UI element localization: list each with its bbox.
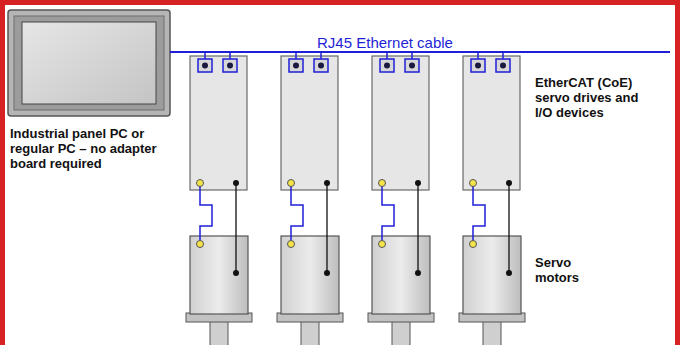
motor-shaft <box>392 321 410 345</box>
servo-motor <box>281 236 339 314</box>
servo-drive <box>281 56 338 190</box>
servo-motor <box>190 236 248 314</box>
power-terminal <box>324 270 330 276</box>
power-terminal <box>506 270 512 276</box>
power-wire <box>417 183 418 273</box>
power-wire <box>326 183 327 273</box>
port-dot <box>409 63 415 69</box>
encoder-terminal <box>379 180 386 187</box>
encoder-terminal <box>288 241 295 248</box>
panel-pc <box>8 10 170 116</box>
power-terminal <box>233 270 239 276</box>
motor-shaft <box>301 321 319 345</box>
rj45-port <box>198 59 212 72</box>
motor-shaft <box>483 321 501 345</box>
motor-shaft <box>210 321 228 345</box>
port-dot <box>500 63 506 69</box>
port-dot <box>293 63 299 69</box>
red-frame <box>3 3 678 345</box>
encoder-terminal <box>288 180 295 187</box>
port-wire <box>295 52 297 59</box>
ethernet-cable <box>170 51 670 53</box>
power-terminal <box>415 270 421 276</box>
encoder-wire <box>291 186 303 241</box>
rj45-port <box>289 59 303 72</box>
power-wire <box>235 183 236 273</box>
port-dot <box>384 63 390 69</box>
servo-drive <box>463 56 520 190</box>
port-wire <box>502 52 504 59</box>
drive-motor-unit <box>277 52 343 345</box>
drive-motor-unit <box>186 52 252 345</box>
rj45-port <box>405 59 419 72</box>
power-terminal <box>233 180 239 186</box>
pc-label: Industrial panel PC or regular PC – no a… <box>10 126 172 171</box>
encoder-wire <box>473 186 485 241</box>
servo-motor <box>463 236 521 314</box>
motors-label: Servo motors <box>535 255 595 285</box>
rj45-port <box>496 59 510 72</box>
port-dot <box>318 63 324 69</box>
rj45-port <box>471 59 485 72</box>
port-wire <box>320 52 322 59</box>
port-wire <box>411 52 413 59</box>
power-terminal <box>506 180 512 186</box>
encoder-wire <box>382 186 394 241</box>
drive-motor-unit <box>368 52 434 345</box>
encoder-wire <box>200 186 212 241</box>
encoder-terminal <box>470 180 477 187</box>
encoder-terminal <box>197 180 204 187</box>
drive-motor-unit <box>459 52 525 345</box>
power-wire <box>508 183 509 273</box>
encoder-terminal <box>197 241 204 248</box>
port-dot <box>475 63 481 69</box>
port-wire <box>204 52 206 59</box>
port-wire <box>386 52 388 59</box>
servo-motor <box>372 236 430 314</box>
rj45-port <box>314 59 328 72</box>
servo-drive <box>372 56 429 190</box>
port-wire <box>477 52 479 59</box>
encoder-terminal <box>470 241 477 248</box>
encoder-terminal <box>379 241 386 248</box>
rj45-port <box>223 59 237 72</box>
power-terminal <box>415 180 421 186</box>
cable-label: RJ45 Ethernet cable <box>315 35 455 50</box>
rj45-port <box>380 59 394 72</box>
port-wire <box>229 52 231 59</box>
drives-label: EtherCAT (CoE) servo drives and I/O devi… <box>535 75 653 120</box>
port-dot <box>202 63 208 69</box>
port-dot <box>227 63 233 69</box>
power-terminal <box>324 180 330 186</box>
servo-drive <box>190 56 247 190</box>
